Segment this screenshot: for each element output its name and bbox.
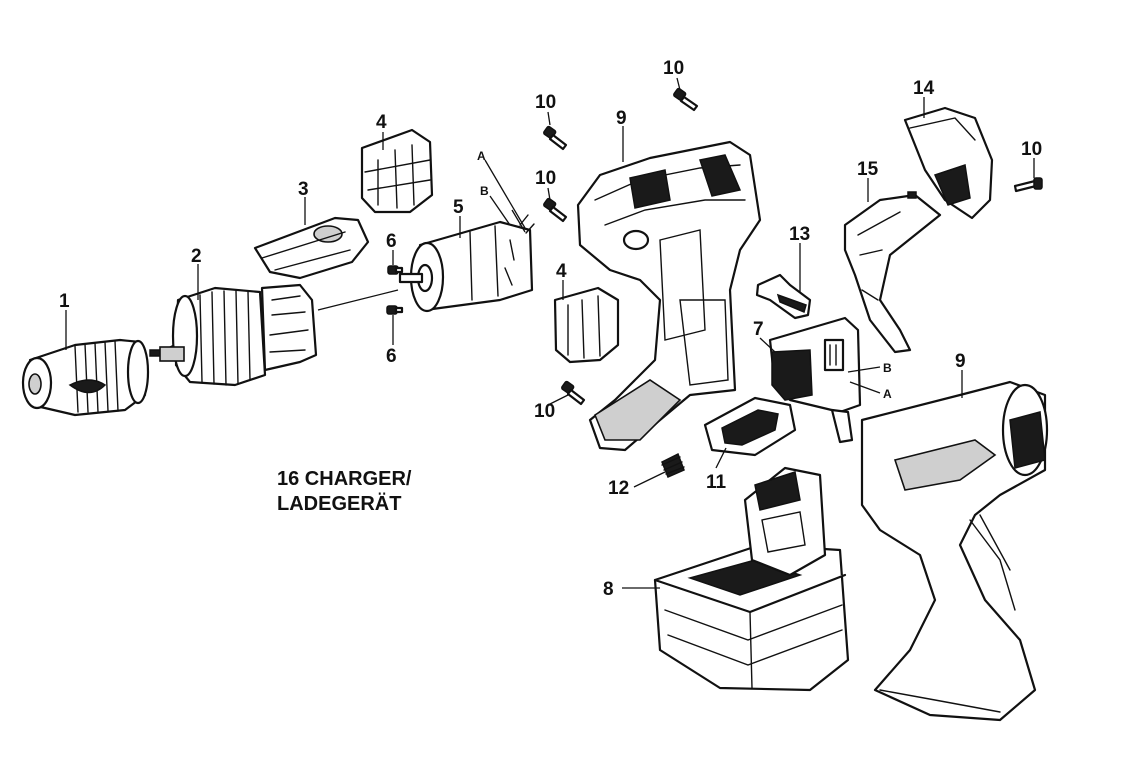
callout-labels: 1 2 3 4 4 5 6 6 7 8 9 9 10 10 10 10 10 1… <box>59 58 1042 600</box>
assembly-lines <box>317 209 526 311</box>
charger-label: 16 CHARGER/ LADEGERÄT <box>277 467 411 517</box>
callout-5: 5 <box>453 197 464 218</box>
callout-12: 12 <box>608 478 629 499</box>
part-12-spring <box>661 452 685 478</box>
part-2-gearbox <box>159 283 318 387</box>
callout-14: 14 <box>913 78 935 99</box>
charger-label-line1: 16 CHARGER/ <box>277 468 412 490</box>
part-9-housing-right <box>860 380 1049 722</box>
part-14-cap <box>903 106 994 220</box>
terminal-b-switch: B <box>883 361 892 375</box>
part-11-contact-plate <box>703 396 797 457</box>
callout-9-right: 9 <box>955 351 966 372</box>
part-5-motor <box>398 214 535 313</box>
part-10-screw-a <box>543 125 568 151</box>
callout-4-top: 4 <box>376 112 387 133</box>
part-10-screw-c <box>543 197 568 223</box>
callout-10-a: 10 <box>535 92 556 113</box>
callout-4-bottom: 4 <box>556 261 567 282</box>
callout-10-d: 10 <box>534 401 555 422</box>
part-10-screw-b <box>673 87 699 112</box>
part-13-lever <box>755 273 812 320</box>
part-4-bracket-bottom <box>553 286 620 364</box>
part-6-screw-top <box>387 265 404 275</box>
part-15-rear-cover <box>843 191 942 354</box>
callout-10-e: 10 <box>1021 139 1042 160</box>
callout-10-b: 10 <box>663 58 684 79</box>
part-10-screw-d <box>561 380 586 406</box>
part-8-battery-pack <box>653 466 850 692</box>
callout-9-left: 9 <box>616 108 627 129</box>
callout-15: 15 <box>857 159 879 180</box>
callout-6-bottom: 6 <box>386 346 397 367</box>
part-3-switch-cover <box>253 216 370 280</box>
terminal-a-switch: A <box>883 387 892 401</box>
part-7-switch <box>768 316 862 444</box>
callout-6-top: 6 <box>386 231 397 252</box>
callout-2: 2 <box>191 246 202 267</box>
callout-10-c: 10 <box>535 168 556 189</box>
callout-13: 13 <box>789 224 810 245</box>
charger-label-line2: LADEGERÄT <box>277 493 402 515</box>
callout-11: 11 <box>706 472 727 493</box>
callout-3: 3 <box>298 179 309 200</box>
leader-lines <box>65 77 1035 589</box>
terminal-b-motor: B <box>480 184 489 198</box>
callout-1: 1 <box>59 291 70 312</box>
part-1-chuck <box>21 338 165 417</box>
callout-7: 7 <box>753 319 764 340</box>
part-10-screw-e <box>1013 177 1043 193</box>
part-6-screw-bottom <box>386 305 404 315</box>
part-9-housing-left <box>576 140 762 452</box>
terminal-a-motor: A <box>477 149 486 163</box>
callout-8: 8 <box>603 579 614 600</box>
part-4-bracket-top <box>360 128 434 214</box>
